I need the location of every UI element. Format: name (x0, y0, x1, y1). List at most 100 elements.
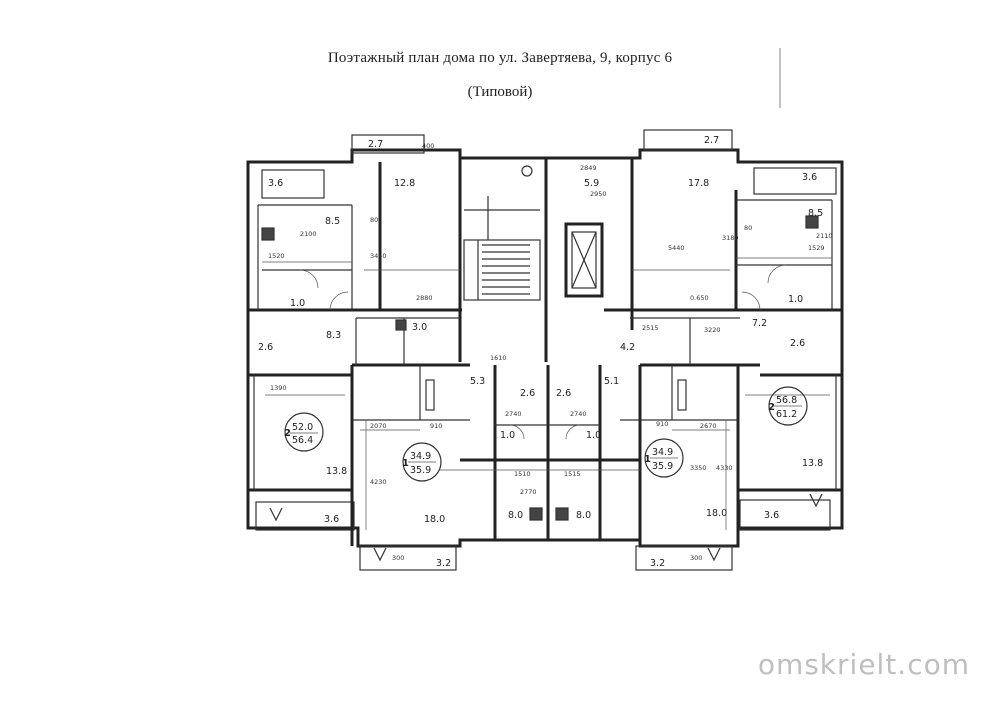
flat-3-marker: 1 34.9 35.9 (644, 438, 684, 478)
balcony-top-left (351, 134, 425, 154)
dim-label: 400 (422, 142, 434, 150)
dim-label: 2849 (580, 164, 597, 172)
dim-label: 910 (430, 422, 442, 430)
room-area: 3.2 (650, 558, 665, 569)
door-swings (299, 264, 787, 440)
room-area: 8.5 (808, 208, 823, 219)
dim-label: 80 (744, 224, 752, 232)
dimension-lines (262, 257, 832, 530)
dim-label: 5440 (668, 244, 685, 252)
svg-text:2: 2 (284, 428, 291, 439)
sanitary-fixtures (261, 215, 819, 521)
dim-label: 1529 (808, 244, 825, 252)
dim-label: 2740 (505, 410, 522, 418)
room-area: 13.8 (326, 466, 347, 477)
room-area: 12.8 (394, 178, 415, 189)
interior-walls (248, 158, 842, 546)
room-area: 1.0 (788, 294, 803, 305)
dim-label: 2110 (816, 232, 833, 240)
room-area: 8.0 (576, 510, 591, 521)
svg-text:1: 1 (644, 454, 651, 465)
dim-label: 3440 (370, 252, 387, 260)
room-area: 5.1 (604, 376, 619, 387)
room-area: 1.0 (586, 430, 601, 441)
dim-label: 4330 (716, 464, 733, 472)
dim-label: 910 (656, 420, 668, 428)
stairwell (463, 196, 541, 301)
room-area: 3.0 (412, 322, 427, 333)
svg-text:34.9: 34.9 (410, 451, 431, 462)
room-area: 7.2 (752, 318, 767, 329)
dim-label: 1610 (490, 354, 507, 362)
svg-text:34.9: 34.9 (652, 447, 673, 458)
room-area: 8.3 (326, 330, 341, 341)
room-area: 2.7 (368, 139, 383, 150)
room-area: 17.8 (688, 178, 709, 189)
svg-text:56.4: 56.4 (292, 435, 313, 446)
room-area: 1.0 (500, 430, 515, 441)
room-area: 8.5 (325, 216, 340, 227)
dim-label: 2100 (300, 230, 317, 238)
flat-4-marker: 2 56.8 61.2 (768, 386, 808, 426)
dim-label: 1520 (268, 252, 285, 260)
svg-text:56.8: 56.8 (776, 395, 797, 406)
dim-label: 2770 (520, 488, 537, 496)
room-area: 2.6 (790, 338, 805, 349)
balcony-right-bottom (739, 499, 831, 531)
room-area: 13.8 (802, 458, 823, 469)
dim-label: 1510 (514, 470, 531, 478)
balcony-right-top (753, 167, 837, 195)
elevator-shaft (564, 222, 604, 298)
room-area: 3.6 (764, 510, 779, 521)
room-area: 2.6 (520, 388, 535, 399)
dim-label: 1515 (564, 470, 581, 478)
dim-label: 300 (690, 554, 702, 562)
dim-label: 2740 (570, 410, 587, 418)
room-area: 2.6 (258, 342, 273, 353)
dim-label: 300 (392, 554, 404, 562)
dim-label: 1390 (270, 384, 287, 392)
room-area: 1.0 (290, 298, 305, 309)
room-area: 3.6 (268, 178, 283, 189)
dim-label: 2880 (416, 294, 433, 302)
plan-subtitle: (Типовой) (467, 84, 533, 100)
balcony-bottom-left (359, 545, 457, 571)
svg-text:61.2: 61.2 (776, 409, 797, 420)
svg-text:2: 2 (768, 402, 775, 413)
watermark: omskrielt.com (757, 648, 970, 681)
room-area: 3.6 (802, 172, 817, 183)
dim-label: 0.650 (690, 294, 709, 302)
room-area: 2.7 (704, 135, 719, 146)
balcony-left-top (261, 169, 325, 199)
svg-text:35.9: 35.9 (652, 461, 673, 472)
room-area: 18.0 (424, 514, 445, 525)
dim-label: 80 (370, 216, 378, 224)
dim-label: 3220 (704, 326, 721, 334)
balcony-bottom-right (635, 545, 733, 571)
shaft-circle (521, 165, 533, 177)
room-area: 3.2 (436, 558, 451, 569)
dim-label: 3350 (690, 464, 707, 472)
balcony-top-right (643, 129, 733, 151)
balcony-left-bottom (255, 501, 355, 531)
plan-title: Поэтажный план дома по ул. Завертяева, 9… (327, 50, 673, 66)
elevator-cab (571, 231, 597, 289)
svg-text:52.0: 52.0 (292, 422, 313, 433)
dim-label: 4230 (370, 478, 387, 486)
room-area: 3.6 (324, 514, 339, 525)
dim-label: 2070 (370, 422, 387, 430)
dimension-values: 400 2849 3440 5440 3180 2100 1520 1529 1… (268, 142, 833, 562)
svg-text:1: 1 (402, 458, 409, 469)
room-area: 5.9 (584, 178, 599, 189)
flat-1-marker: 2 52.0 56.4 (284, 412, 324, 452)
dim-label: 3180 (722, 234, 739, 242)
dim-label: 2515 (642, 324, 659, 332)
room-area-labels: 3.6 2.7 12.8 8.5 5.9 17.8 2.7 3.6 8.5 1.… (258, 135, 823, 569)
vent-markers (269, 493, 823, 562)
svg-text:35.9: 35.9 (410, 465, 431, 476)
room-area: 8.0 (508, 510, 523, 521)
dim-label: 2950 (590, 190, 607, 198)
room-area: 5.3 (470, 376, 485, 387)
room-area: 18.0 (706, 508, 727, 519)
